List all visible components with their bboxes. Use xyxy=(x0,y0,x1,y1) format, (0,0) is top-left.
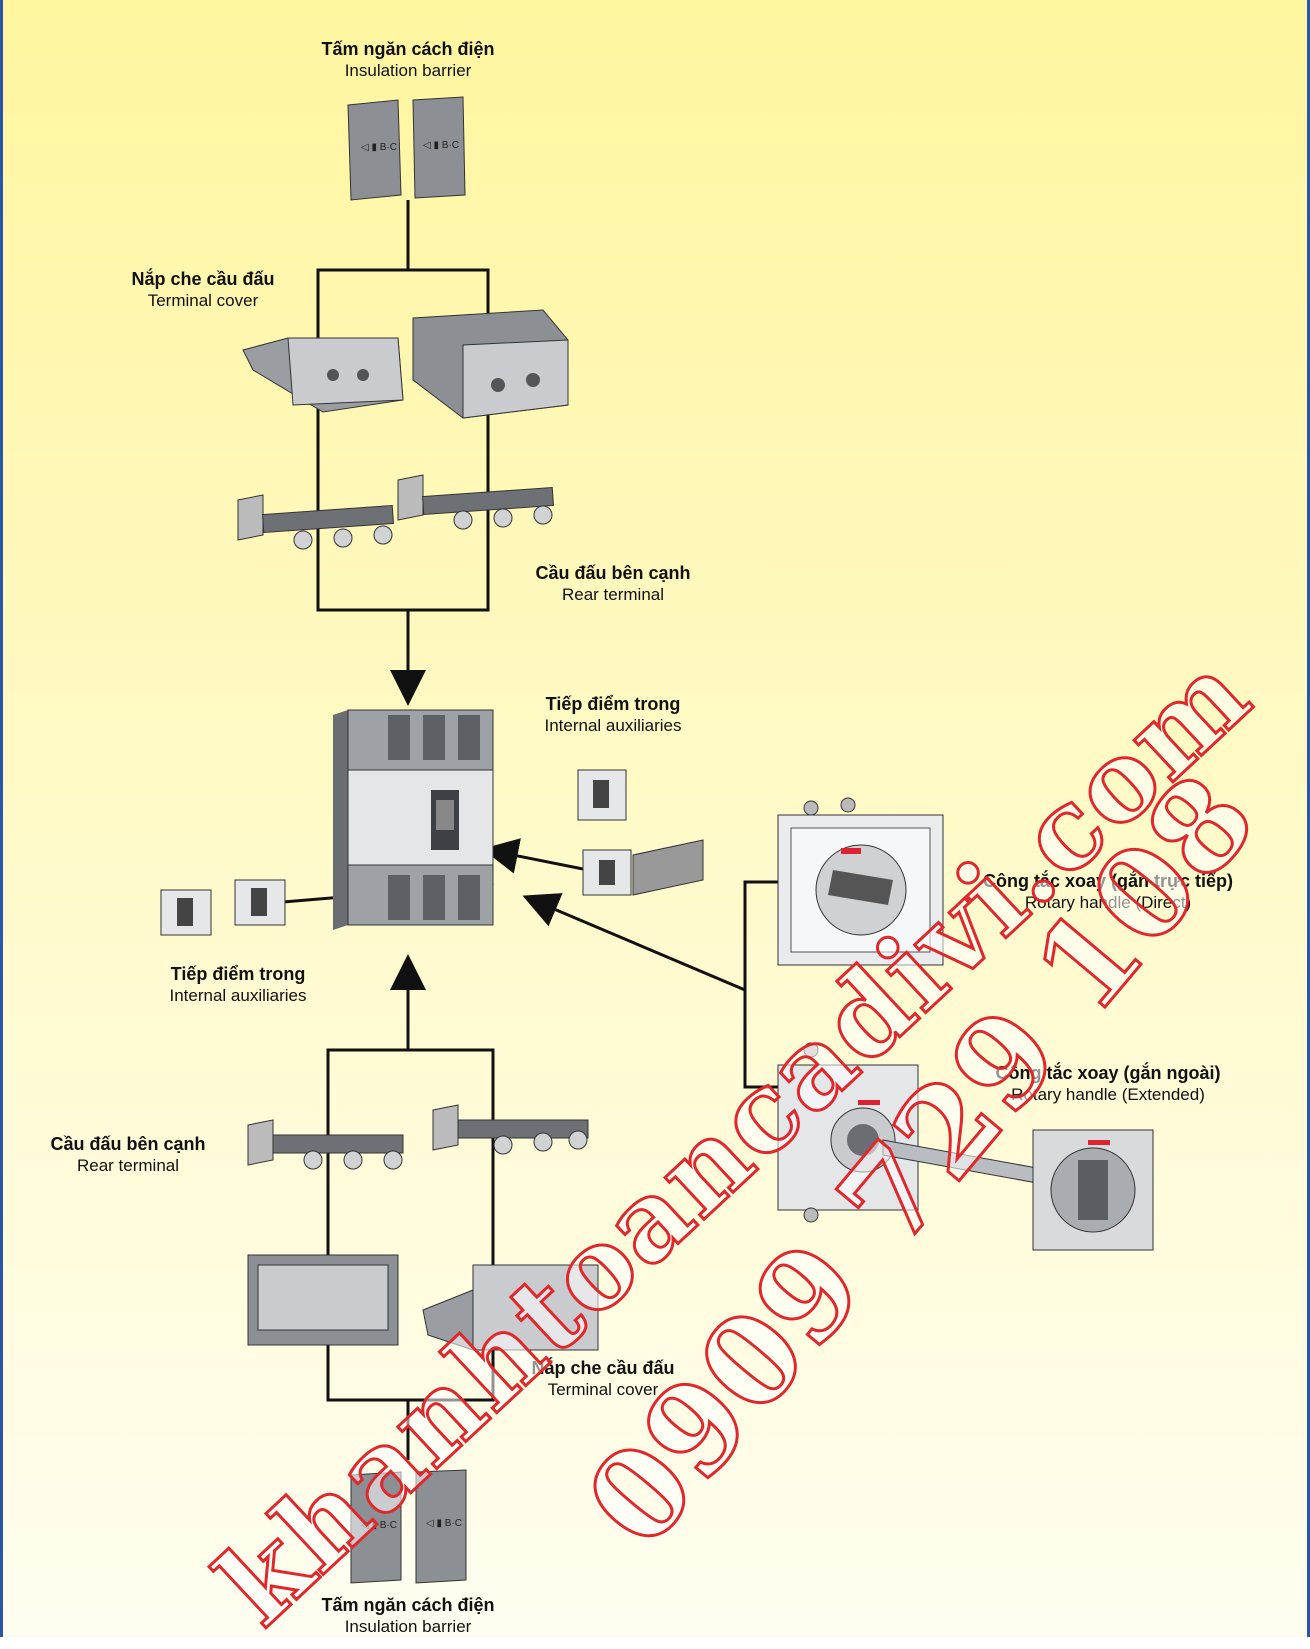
rotary-handle-extended xyxy=(777,1042,1154,1251)
label-rotary-handle-extended: Công tắc xoay (gắn ngoài) Rotary handle … xyxy=(968,1062,1248,1106)
internal-auxiliaries-left xyxy=(160,879,286,936)
svg-text:◁ ▮ B·C: ◁ ▮ B·C xyxy=(361,142,397,153)
label-en: Insulation barrier xyxy=(344,61,472,80)
label-en: Internal auxiliaries xyxy=(544,716,682,735)
label-rear-terminal-bottom: Cầu đấu bên cạnh Rear terminal xyxy=(28,1133,228,1177)
label-en: Terminal cover xyxy=(147,291,259,310)
rear-terminal-top xyxy=(237,474,555,550)
accessory-diagram: ◁ ▮ B·C ◁ ▮ B·C xyxy=(160,96,1154,1584)
label-rotary-handle-direct: Công tắc xoay (gắn trực tiếp) Rotary han… xyxy=(958,870,1258,914)
label-vn: Cầu đấu bên cạnh xyxy=(50,1134,206,1154)
label-vn: Tiếp điểm trong xyxy=(545,694,681,714)
svg-text:◁ ▮ B·C: ◁ ▮ B·C xyxy=(361,1520,397,1531)
label-en: Insulation barrier xyxy=(344,1617,472,1636)
svg-text:◁ ▮ B·C: ◁ ▮ B·C xyxy=(423,140,459,151)
label-insulation-barrier-bottom: Tấm ngăn cách điện Insulation barrier xyxy=(293,1594,523,1638)
rotary-handle-direct xyxy=(777,797,944,966)
label-en: Rear terminal xyxy=(561,585,665,604)
label-insulation-barrier-top: Tấm ngăn cách điện Insulation barrier xyxy=(293,38,523,82)
label-en: Terminal cover xyxy=(547,1380,659,1399)
label-en: Internal auxiliaries xyxy=(169,986,307,1005)
terminal-cover-bottom xyxy=(247,1254,599,1351)
label-rear-terminal-top: Cầu đấu bên cạnh Rear terminal xyxy=(503,562,723,606)
label-vn: Công tắc xoay (gắn trực tiếp) xyxy=(982,871,1234,891)
label-terminal-cover-top: Nắp che cầu đấu Terminal cover xyxy=(103,268,303,312)
label-vn: Tiếp điểm trong xyxy=(170,964,306,984)
label-terminal-cover-bottom: Nắp che cầu đấu Terminal cover xyxy=(513,1357,693,1401)
label-vn: Tấm ngăn cách điện xyxy=(321,1595,495,1615)
label-internal-auxiliaries-right: Tiếp điểm trong Internal auxiliaries xyxy=(513,693,713,737)
mccb-breaker xyxy=(333,709,494,930)
label-internal-auxiliaries-left: Tiếp điểm trong Internal auxiliaries xyxy=(138,963,338,1007)
label-en: Rear terminal xyxy=(76,1156,180,1175)
label-vn: Nắp che cầu đấu xyxy=(131,269,275,289)
label-vn: Công tắc xoay (gắn ngoài) xyxy=(995,1063,1221,1083)
label-vn: Tấm ngăn cách điện xyxy=(321,39,495,59)
label-vn: Cầu đấu bên cạnh xyxy=(535,563,691,583)
insulation-barrier-top: ◁ ▮ B·C ◁ ▮ B·C xyxy=(347,96,466,201)
svg-text:◁ ▮ B·C: ◁ ▮ B·C xyxy=(426,1518,462,1529)
internal-auxiliaries-right xyxy=(577,769,704,896)
insulation-barrier-bottom: ◁ ▮ B·C ◁ ▮ B·C xyxy=(350,1469,467,1584)
rear-terminal-bottom xyxy=(247,1104,589,1170)
label-vn: Nắp che cầu đấu xyxy=(531,1358,675,1378)
label-en: Rotary handle (Extended) xyxy=(1011,1085,1205,1104)
terminal-cover-top xyxy=(242,309,569,419)
label-en: Rotary handle (Direct) xyxy=(1024,893,1192,912)
